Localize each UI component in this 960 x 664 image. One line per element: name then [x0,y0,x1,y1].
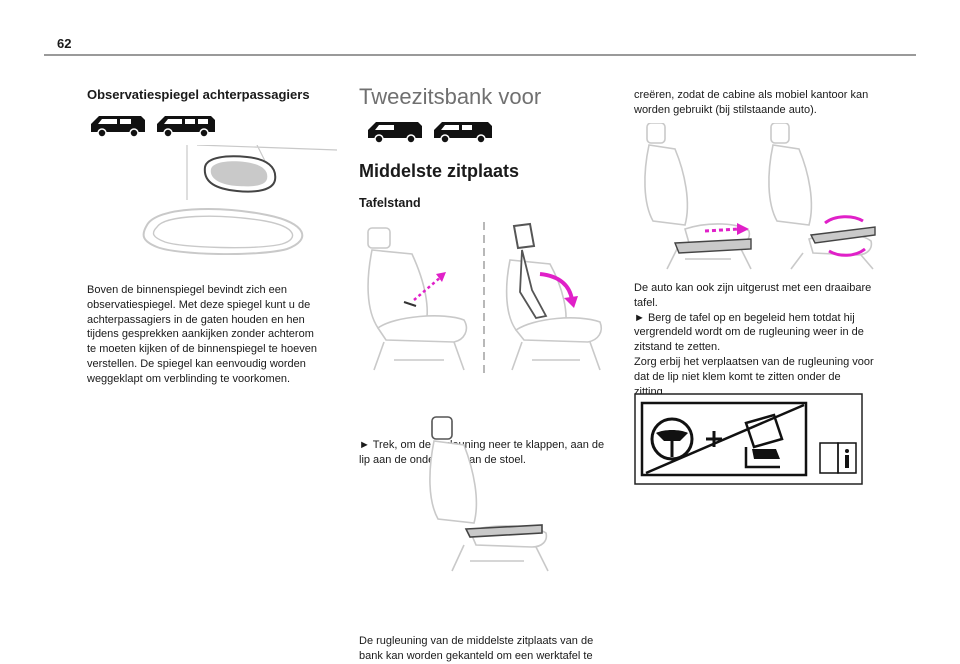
text-line: zitstand te zetten. [634,341,721,354]
text-line: ► Trek, om de rugleuning neer te klappen… [359,439,605,451]
workstation-continuation: creëren, zodat de cabine als mobiel kant… [634,88,874,118]
text-line: vergrendeld wordt om de rugleuning weer … [634,326,864,339]
text-line: De rugleuning van de middelste zitplaats… [359,635,594,647]
seat-icon [429,416,549,572]
rear-mirror-description: Boven de binnenspiegel bevindt zich een … [87,283,327,387]
text-line: ► Berg de tafel op en begeleid hem totda… [634,311,855,324]
text-line: Boven de binnenspiegel bevindt zich een [87,284,287,296]
heading-rear-mirror: Observatiespiegel achterpassagiers [87,87,310,102]
subtitle-middle-seat: Middelste zitplaats [359,161,520,181]
text-line: De auto kan ook zijn uitgerust met een d… [634,282,872,294]
seat-table-illustration [429,416,549,572]
seat-fold-illustration [367,222,603,376]
text-line: creëren, zodat de cabine als mobiel kant… [634,89,869,101]
text-line: tafel. [634,296,658,309]
seat-icon [505,222,603,371]
text-line: te moeten kijken of de binnenspiegel te … [87,343,317,356]
van-icon [91,116,215,138]
swivel-table-illustration [644,123,876,270]
section-title: Tweezitsbank voor [359,84,542,109]
text-line: achterpassagiers in de gaten houden en h… [87,313,305,326]
header-rule [44,54,916,56]
seat-icon [367,227,468,371]
text-line: observatiespiegel. Met deze spiegel kunt… [87,298,311,311]
text-line: weggeklapt om verblinding te voorkomen. [87,372,291,385]
airbag-warning-icon [634,393,863,485]
text-line: verstellen. De spiegel kan eenvoudig wor… [87,357,306,370]
van-icon [368,122,492,144]
text-line: worden gebruikt (bij stilstaande auto). [634,103,817,116]
swivel-table-description: De auto kan ook zijn uitgerust met een d… [634,281,874,399]
mirror-illustration [142,145,337,255]
text-line: Zorg erbij het verplaatsen van de rugleu… [634,355,874,368]
fold-instruction: ► Trek, om de rugleuning neer te klappen… [359,438,614,468]
text-line: tijdens gesprekken aankijken zonder acht… [87,328,314,341]
text-line: bank kan worden gekanteld om een werktaf… [359,649,593,662]
page-number: 62 [57,36,72,51]
info-book-icon [819,442,857,474]
subtitle-table-position: Tafelstand [359,196,421,210]
seat-icon [768,123,874,270]
